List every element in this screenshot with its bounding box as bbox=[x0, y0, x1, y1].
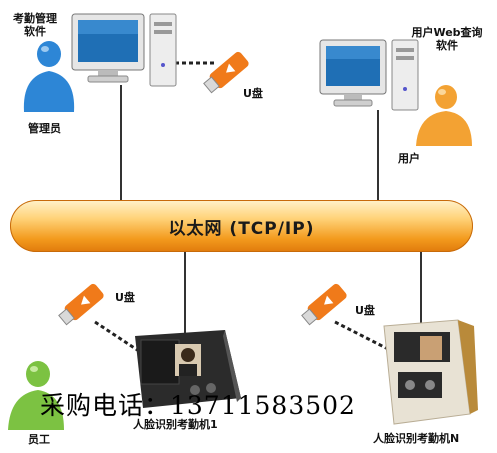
web-computer-icon bbox=[319, 39, 419, 111]
admin-person-icon bbox=[23, 41, 75, 112]
web-pc-link bbox=[377, 110, 379, 201]
usb-top-label: U盘 bbox=[243, 87, 263, 100]
device-n-label: 人脸识别考勤机N bbox=[373, 432, 460, 445]
usb-drive-right-icon bbox=[301, 283, 347, 326]
employee-person-icon bbox=[8, 361, 64, 430]
face-terminal-n-icon bbox=[383, 319, 478, 425]
web-software-label: 用户Web查询 软件 bbox=[411, 26, 483, 52]
usb-drive-top-icon bbox=[203, 51, 249, 94]
purchase-phone-watermark: 采购电话：13711583502 bbox=[40, 391, 356, 420]
deviceN-link bbox=[420, 251, 422, 331]
employee-label: 员工 bbox=[28, 433, 50, 446]
device-1-label: 人脸识别考勤机1 bbox=[133, 418, 218, 431]
admin-label: 管理员 bbox=[28, 122, 61, 135]
user-label: 用户 bbox=[398, 152, 420, 165]
usb-right-label: U盘 bbox=[355, 304, 375, 317]
usb-left-label: U盘 bbox=[115, 291, 135, 304]
admin-computer-icon bbox=[71, 13, 177, 87]
admin-pc-link bbox=[120, 85, 122, 201]
admin-software-label: 考勤管理 软件 bbox=[13, 12, 57, 38]
ethernet-bus: 以太网 (TCP/IP) bbox=[10, 200, 473, 252]
user-person-icon bbox=[416, 85, 472, 146]
device1-link bbox=[184, 251, 186, 336]
face-terminal-1-icon bbox=[135, 330, 241, 408]
usb-drive-left-icon bbox=[58, 283, 104, 326]
ethernet-bus-label: 以太网 (TCP/IP) bbox=[168, 218, 315, 239]
